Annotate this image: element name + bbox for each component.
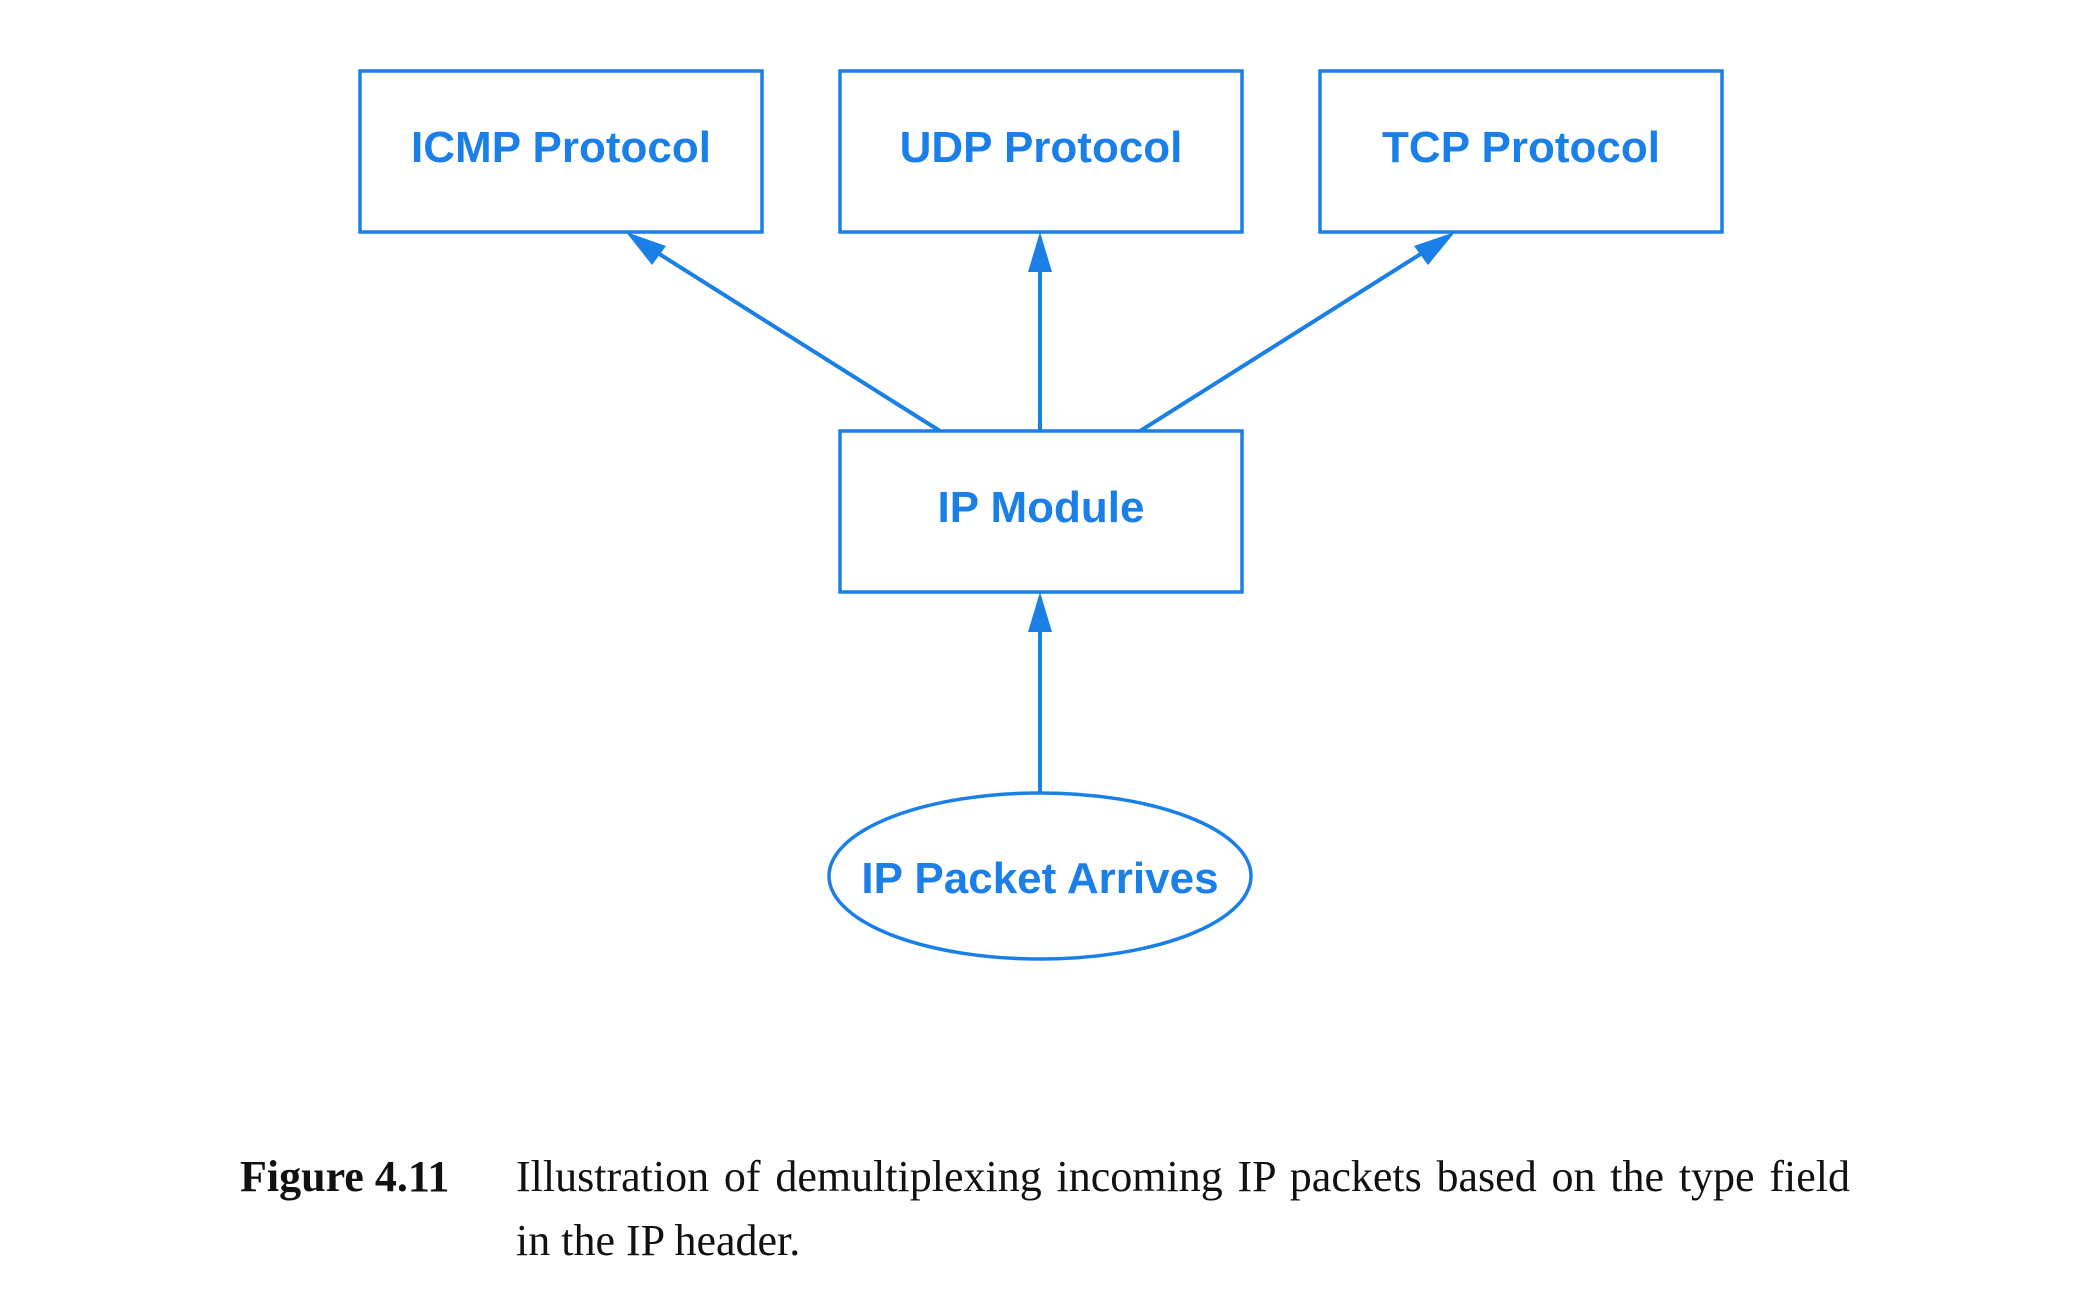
arrowhead-udp: [1028, 232, 1052, 272]
tcp-label: TCP Protocol: [1382, 123, 1660, 172]
ip-module-box: [838, 429, 1244, 594]
figure-caption: Figure 4.11 Illustration of demultiplexi…: [240, 1145, 1850, 1273]
edge-ipmodule-to-tcp: [1138, 248, 1429, 433]
edge-ipmodule-to-icmp: [651, 248, 942, 433]
ip-packet-label: IP Packet Arrives: [861, 854, 1218, 903]
tcp-box: [1318, 69, 1724, 234]
figure-number: Figure 4.11: [240, 1152, 450, 1201]
figure-caption-text: Illustration of demultiplexing incoming …: [516, 1152, 1850, 1265]
diagram-edges: [626, 232, 1455, 793]
node-tcp: TCP Protocol: [1318, 69, 1724, 234]
ip-packet-ellipse: [827, 791, 1253, 961]
udp-box: [838, 69, 1244, 234]
icmp-label: ICMP Protocol: [411, 123, 711, 172]
node-ip-packet: IP Packet Arrives: [827, 791, 1253, 961]
arrowhead-icmp: [626, 232, 666, 265]
node-udp: UDP Protocol: [838, 69, 1244, 234]
node-ip-module: IP Module: [838, 429, 1244, 594]
node-icmp: ICMP Protocol: [358, 69, 764, 234]
udp-label: UDP Protocol: [900, 123, 1183, 172]
icmp-box: [358, 69, 764, 234]
arrowhead-tcp: [1414, 232, 1455, 265]
arrowhead-ipmodule: [1028, 592, 1052, 632]
ip-module-label: IP Module: [938, 483, 1145, 532]
